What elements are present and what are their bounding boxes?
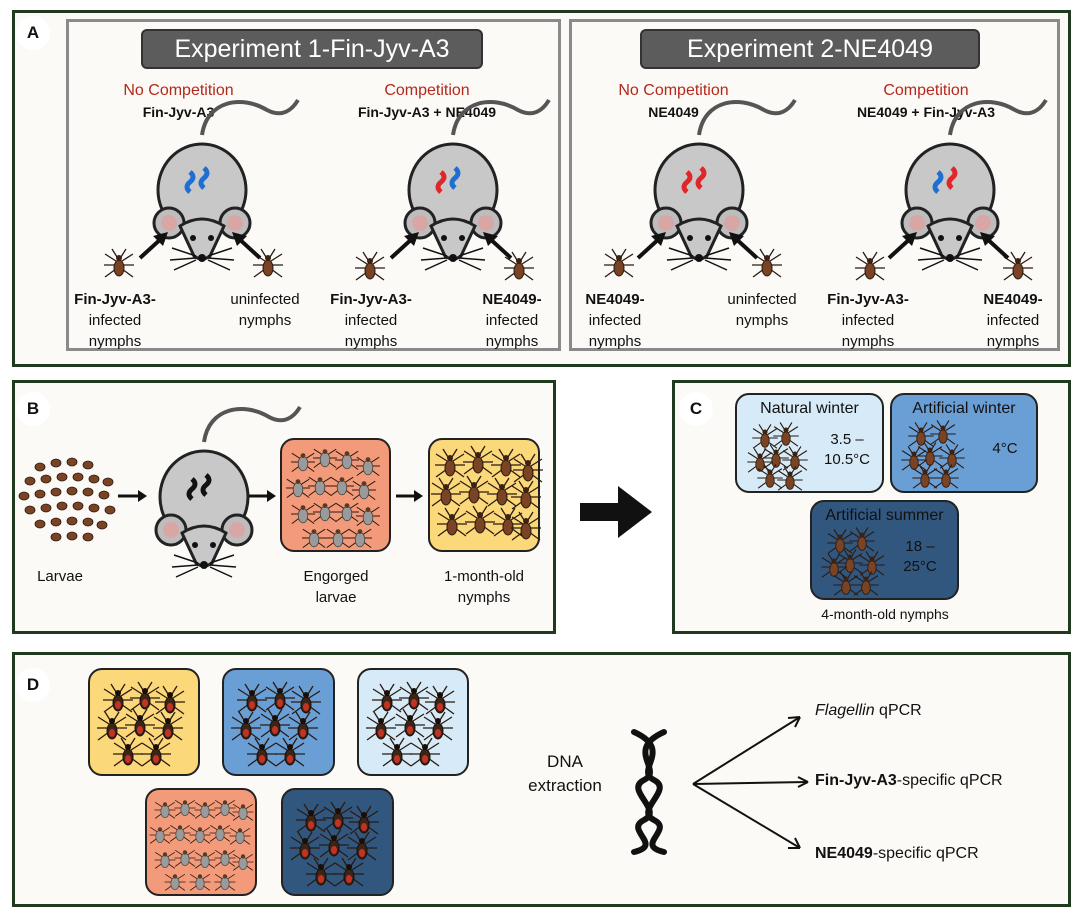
big-arrow-icon xyxy=(580,486,652,538)
four-month-nymphs-caption: 4-month-old nymphs xyxy=(821,606,949,622)
exp2-left-heading: No Competition xyxy=(618,82,729,99)
exp1-left-uninfected-caption: uninfected nymphs xyxy=(230,291,300,329)
exp1-right-ne4049-caption: NE4049- infected nymphs xyxy=(482,291,542,350)
artificial-winter-temp: 4°C xyxy=(992,440,1018,457)
panel-c-label: C xyxy=(679,392,713,426)
exp1-left-strain: Fin-Jyv-A3 xyxy=(142,104,215,120)
infected-nymph-icon xyxy=(230,681,322,767)
larvae-caption: Larvae xyxy=(37,568,83,585)
arrow-icon xyxy=(692,781,809,785)
natural-winter-temp: 3.5 –10.5°C xyxy=(823,431,871,468)
panel-b-label: B xyxy=(16,392,50,426)
exp2-right-ne4049-caption: NE4049- infected nymphs xyxy=(983,291,1043,350)
panel-d-label: D xyxy=(16,668,50,702)
artificial-summer-temp: 18 –25°C xyxy=(903,538,937,575)
exp2-left-nymph-caption: NE4049- infected nymphs xyxy=(585,291,645,350)
larvae-cluster-icon xyxy=(18,457,116,542)
exp2-right-strain: NE4049 + Fin-Jyv-A3 xyxy=(856,104,996,120)
experiment-1-title: Experiment 1-Fin-Jyv-A3 xyxy=(141,29,483,69)
exp1-right-heading: Competition xyxy=(384,82,470,99)
experiment-2-title: Experiment 2-NE4049 xyxy=(640,29,980,69)
arrow-icon xyxy=(692,783,801,849)
artificial-winter-box xyxy=(890,393,1038,493)
infected-nymph-icon xyxy=(96,681,186,767)
artificial-summer-title: Artificial summer xyxy=(825,507,944,524)
fin-jyv-qpcr-label: Fin-Jyv-A3-specific qPCR xyxy=(815,772,1003,789)
arrow-icon xyxy=(692,716,801,785)
mouse-icon xyxy=(900,98,1048,272)
panel-b-illustrations xyxy=(18,405,652,579)
exp1-left-nymph-caption: Fin-Jyv-A3- infected nymphs xyxy=(74,291,156,350)
infected-nymph-icon xyxy=(289,801,380,887)
artificial-winter-title: Artificial winter xyxy=(912,400,1016,417)
dna-helix-icon xyxy=(631,729,667,855)
natural-winter-title: Natural winter xyxy=(760,400,859,417)
mouse-icon xyxy=(152,98,300,272)
engorged-larva-icon xyxy=(149,799,254,891)
flagellin-qpcr-label: Flagellin qPCR xyxy=(815,702,922,719)
exp2-left-strain: NE4049 xyxy=(648,104,699,120)
ne4049-qpcr-label: NE4049-specific qPCR xyxy=(815,845,979,862)
mouse-icon xyxy=(154,405,302,579)
infected-nymph-icon xyxy=(365,681,456,767)
artificial-summer-box xyxy=(810,500,959,600)
exp1-left-heading: No Competition xyxy=(123,82,234,99)
mouse-icon xyxy=(403,98,551,272)
mouse-icon xyxy=(649,98,797,272)
panel-a-label: A xyxy=(16,16,50,50)
exp1-right-nymph-caption: Fin-Jyv-A3- infected nymphs xyxy=(330,291,412,350)
exp2-right-heading: Competition xyxy=(883,82,969,99)
exp2-left-uninfected-caption: uninfected nymphs xyxy=(727,291,797,329)
exp2-right-nymph-caption: Fin-Jyv-A3- infected nymphs xyxy=(827,291,909,350)
panel-a-illustrations xyxy=(103,98,1048,281)
